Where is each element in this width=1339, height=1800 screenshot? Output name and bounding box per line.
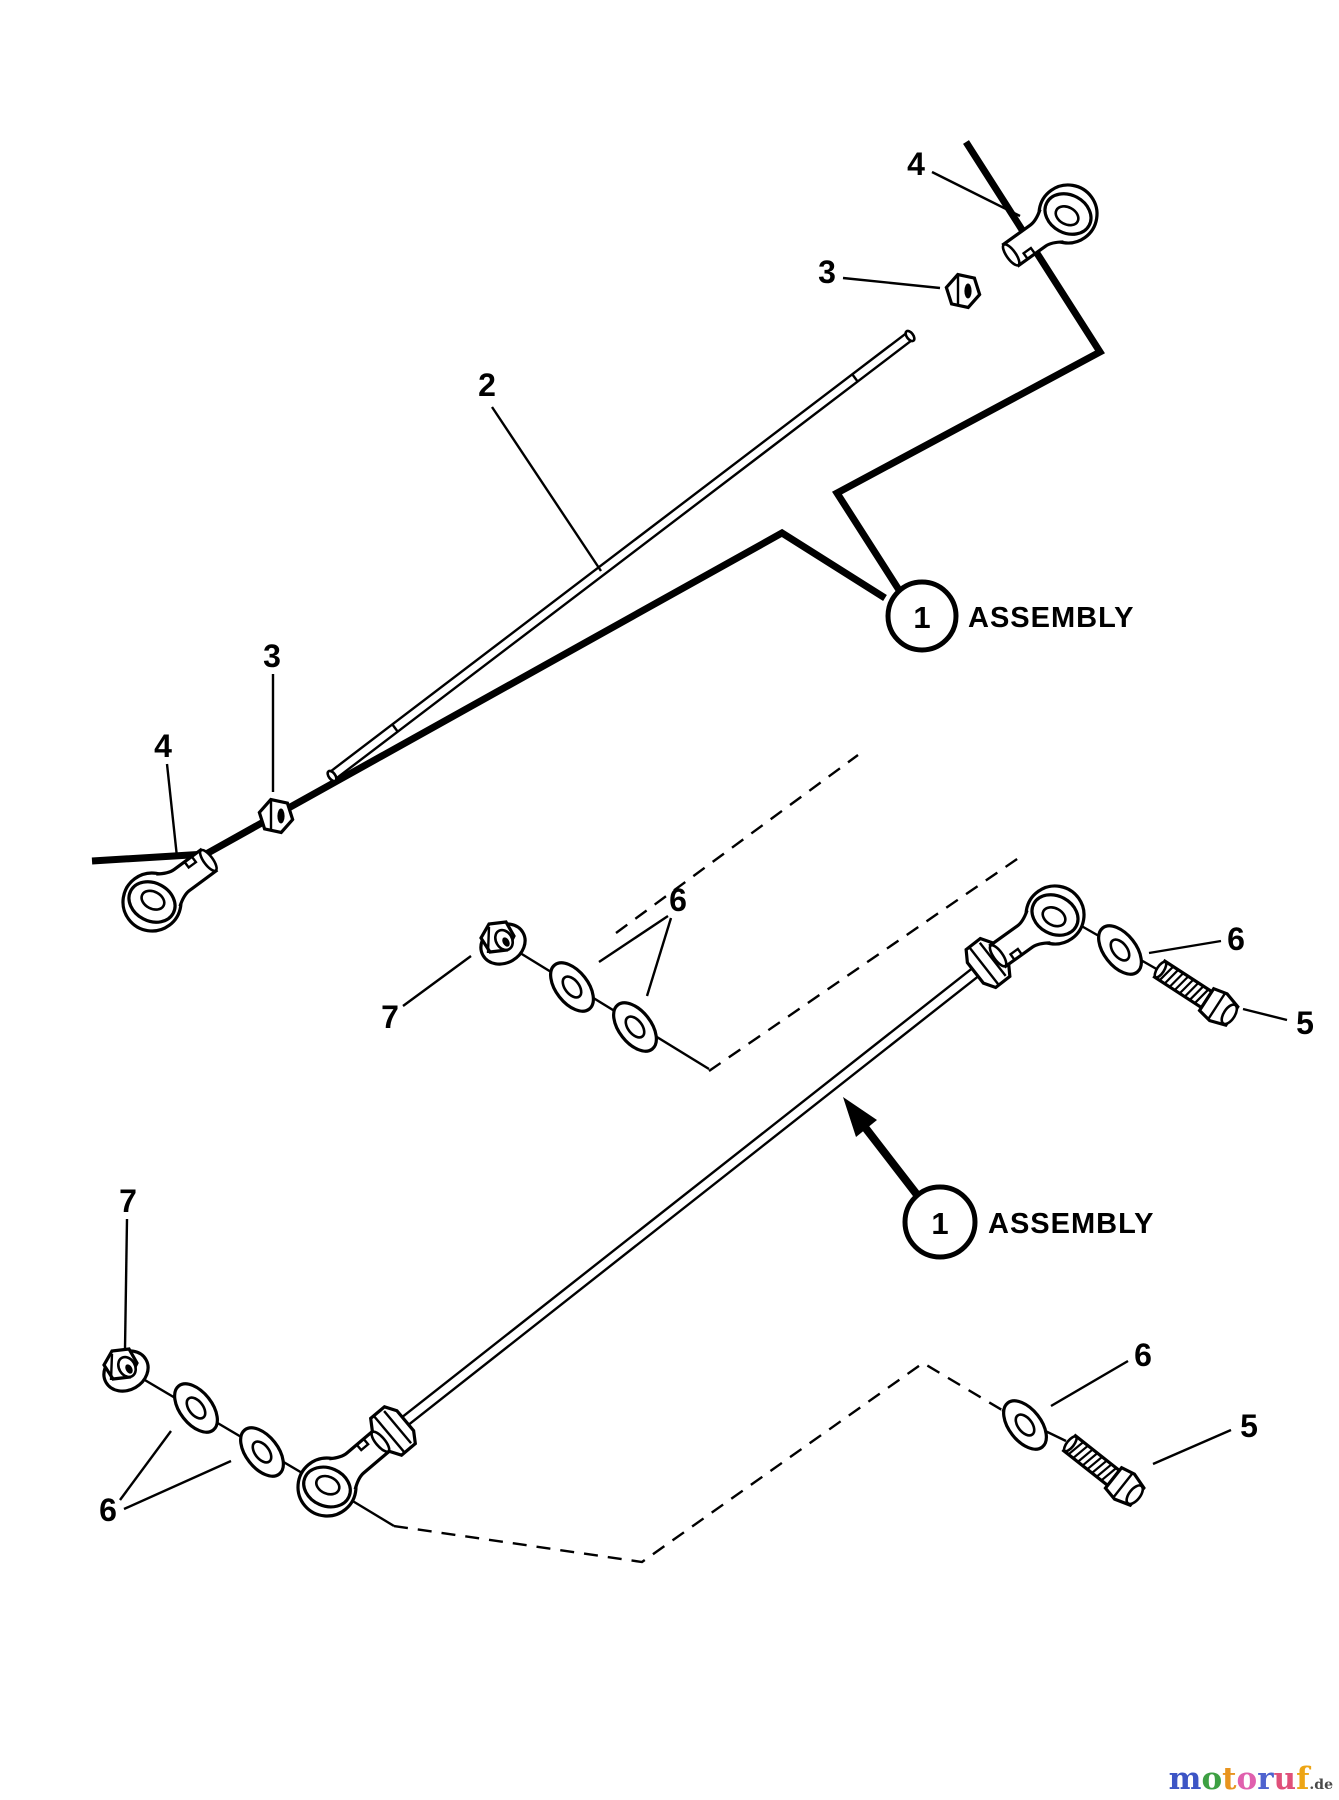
assembly-arrow bbox=[843, 1097, 922, 1199]
part-label-washer-lower-right: 6 bbox=[1134, 1337, 1152, 1373]
bolt-lower-right bbox=[1056, 1427, 1151, 1513]
part-label-jam-nut-top: 3 bbox=[818, 254, 836, 290]
tie-rod bbox=[326, 329, 916, 783]
jam-nut-top bbox=[941, 271, 985, 311]
callout-number: 1 bbox=[931, 1206, 948, 1241]
bracket-outline-dashed bbox=[345, 754, 1021, 1564]
part-label-rod-end-left: 4 bbox=[154, 728, 172, 764]
part-label-tie-rod: 2 bbox=[478, 367, 496, 403]
watermark-brand: motoruf bbox=[1168, 1761, 1310, 1797]
washer-upper-right bbox=[1088, 916, 1152, 984]
rod-end-top bbox=[988, 171, 1111, 284]
part-label-flange-nut-lower-left: 7 bbox=[119, 1183, 137, 1219]
motoruf-watermark: motoruf.de bbox=[1169, 1761, 1333, 1797]
callout-label: ASSEMBLY bbox=[988, 1208, 1154, 1240]
callout-label: ASSEMBLY bbox=[968, 602, 1134, 634]
watermark-suffix: .de bbox=[1309, 1777, 1333, 1793]
bolt-upper-right bbox=[1147, 952, 1245, 1033]
part-label-washer-upper-right: 6 bbox=[1227, 921, 1245, 957]
washer-lower-left-1 bbox=[164, 1374, 228, 1442]
assembly-callout-2: 1 ASSEMBLY bbox=[902, 1184, 1154, 1260]
assembly-callout-1: 1 ASSEMBLY bbox=[885, 579, 1134, 653]
part-label-washer-mid: 6 bbox=[669, 882, 687, 918]
leader-lines-lower bbox=[119, 915, 1288, 1511]
part-label-washer-lower-left: 6 bbox=[99, 1492, 117, 1528]
washer-mid-1 bbox=[540, 953, 604, 1021]
hardware-axis-lines bbox=[137, 922, 1161, 1482]
part-label-rod-end-top: 4 bbox=[907, 146, 925, 182]
leader-lines-upper bbox=[165, 170, 1021, 858]
part-label-jam-nut-left: 3 bbox=[263, 638, 281, 674]
washer-lower-right bbox=[993, 1391, 1057, 1459]
washer-lower-left-2 bbox=[230, 1418, 294, 1486]
frame-outline bbox=[91, 140, 1105, 865]
flange-nut-mid bbox=[471, 914, 535, 974]
washer-mid-2 bbox=[603, 993, 667, 1061]
tie-rod-assembly bbox=[283, 872, 1098, 1531]
part-label-bolt-upper-right: 5 bbox=[1296, 1005, 1314, 1041]
flange-nut-lower-left bbox=[94, 1341, 158, 1401]
jam-nut-left bbox=[254, 796, 298, 836]
part-label-bolt-lower-right: 5 bbox=[1240, 1408, 1258, 1444]
part-label-flange-nut-mid: 7 bbox=[381, 999, 399, 1035]
callout-number: 1 bbox=[913, 600, 930, 635]
